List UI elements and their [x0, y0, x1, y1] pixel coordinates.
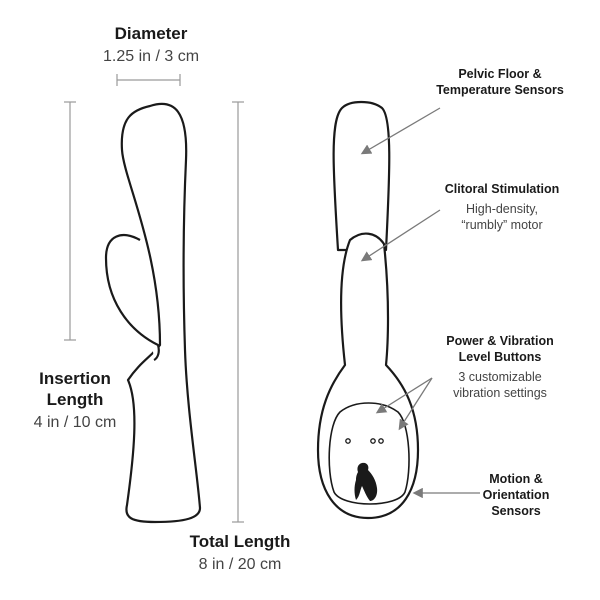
level-button-1[interactable] [370, 438, 376, 444]
insertion-value: 4 in / 10 cm [33, 414, 117, 431]
total-length-title: Total Length [189, 532, 291, 551]
callout-buttons-desc2: vibration settings [453, 386, 547, 400]
brand-logo-icon [354, 462, 378, 501]
callout-clitoral-title: Clitoral Stimulation [444, 182, 560, 196]
callout-motion-line2: Orientation [482, 488, 550, 502]
diameter-title: Diameter [114, 24, 188, 43]
power-button[interactable] [345, 438, 351, 444]
callout-motion-line1: Motion & [489, 472, 543, 486]
device-side-view [104, 102, 202, 524]
callout-pelvic-line1: Pelvic Floor & [458, 67, 542, 81]
arrow-clitoral [360, 209, 441, 262]
callout-clitoral-desc2: “rumbly” motor [461, 218, 543, 232]
insertion-title-line1: Insertion [39, 369, 111, 388]
insertion-title-line2: Length [46, 390, 104, 409]
device-front-view [316, 100, 420, 520]
callout-clitoral-desc1: High-density, [465, 202, 539, 216]
total-length-value: 8 in / 20 cm [198, 556, 282, 573]
arrow-buttons-2 [398, 377, 433, 431]
callout-buttons-line2: Level Buttons [458, 350, 542, 364]
level-button-2[interactable] [378, 438, 384, 444]
arrow-pelvic-sensors [360, 107, 441, 155]
callout-pelvic-line2: Temperature Sensors [436, 83, 564, 97]
callout-buttons-line1: Power & Vibration [446, 334, 554, 348]
callout-motion-line3: Sensors [491, 504, 541, 518]
insertable-arm [332, 100, 391, 252]
callout-buttons-desc1: 3 customizable [458, 370, 542, 384]
diameter-value: 1.25 in / 3 cm [102, 48, 200, 65]
arrow-buttons-1 [375, 377, 433, 414]
